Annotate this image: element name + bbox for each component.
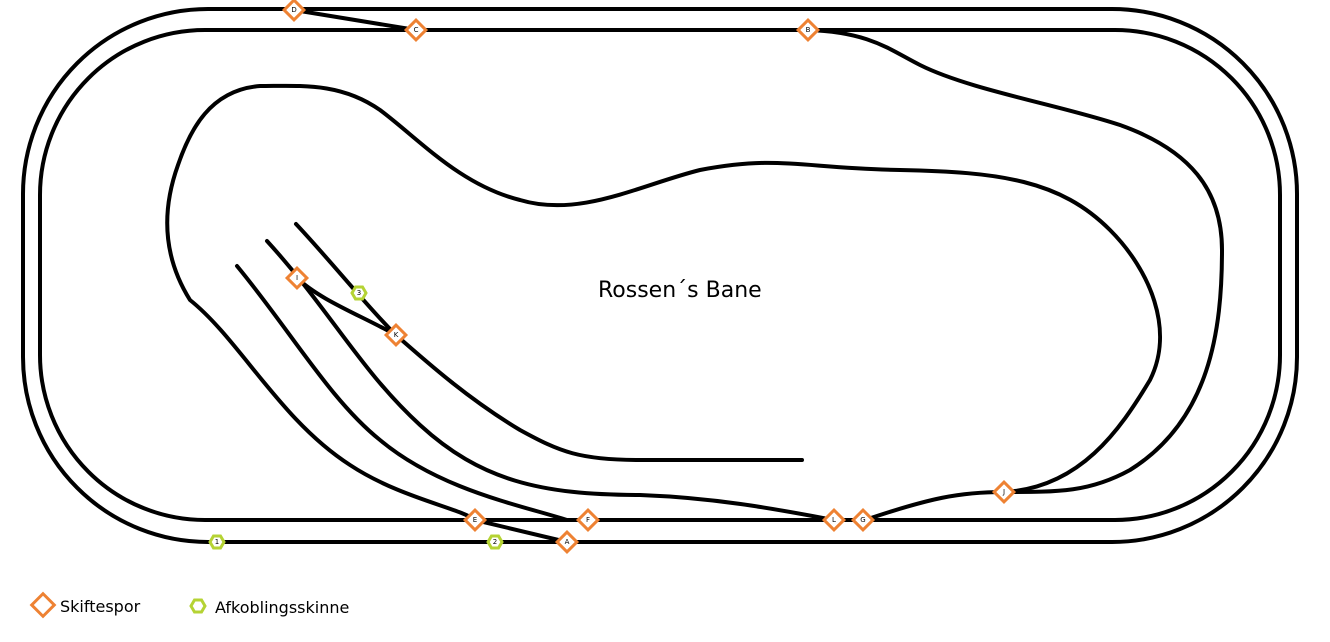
legend: Skiftespor Afkoblingsskinne <box>29 591 349 619</box>
switch-marker: A <box>554 529 580 555</box>
svg-text:J: J <box>1002 488 1005 496</box>
switch-marker: G <box>850 507 876 533</box>
switch-marker: I <box>284 265 310 291</box>
svg-text:C: C <box>414 26 419 34</box>
switch-legend-icon <box>29 591 57 619</box>
decoupler-legend-icon <box>189 598 207 614</box>
svg-text:2: 2 <box>493 538 497 546</box>
decoupler-marker: 3 <box>350 285 368 301</box>
svg-text:F: F <box>586 516 590 524</box>
crossover-track-bottom <box>473 518 569 544</box>
switch-marker: E <box>462 507 488 533</box>
decoupler-marker: 2 <box>486 534 504 550</box>
svg-text:A: A <box>565 538 570 546</box>
inner-loop-track <box>38 28 1282 522</box>
svg-text:G: G <box>860 516 865 524</box>
siding-track-2 <box>265 239 836 522</box>
outer-loop-track <box>21 7 1299 544</box>
siding-track-3 <box>294 222 804 462</box>
svg-text:3: 3 <box>357 289 361 297</box>
siding-track-right <box>806 28 1224 494</box>
switch-marker: L <box>821 507 847 533</box>
switch-legend-label: Skiftespor <box>60 597 141 616</box>
decoupler-marker: 1 <box>208 534 226 550</box>
svg-text:L: L <box>832 516 836 524</box>
siding-track-1 <box>235 264 569 522</box>
svg-text:I: I <box>296 274 298 282</box>
svg-text:K: K <box>394 331 399 339</box>
switch-marker: K <box>383 322 409 348</box>
svg-text:D: D <box>291 6 296 14</box>
crossover-track-top <box>292 8 418 32</box>
switch-marker: F <box>575 507 601 533</box>
switch-marker: C <box>403 17 429 43</box>
svg-text:1: 1 <box>215 538 219 546</box>
switch-marker: B <box>795 17 821 43</box>
switch-marker: D <box>281 0 307 23</box>
switch-marker: J <box>991 479 1017 505</box>
decoupler-legend-label: Afkoblingsskinne <box>215 598 349 617</box>
svg-text:E: E <box>473 516 477 524</box>
layout-title: Rossen´s Bane <box>598 278 762 303</box>
svg-text:B: B <box>806 26 811 34</box>
central-loop-track <box>165 83 1162 522</box>
spur-track-i <box>295 276 398 337</box>
